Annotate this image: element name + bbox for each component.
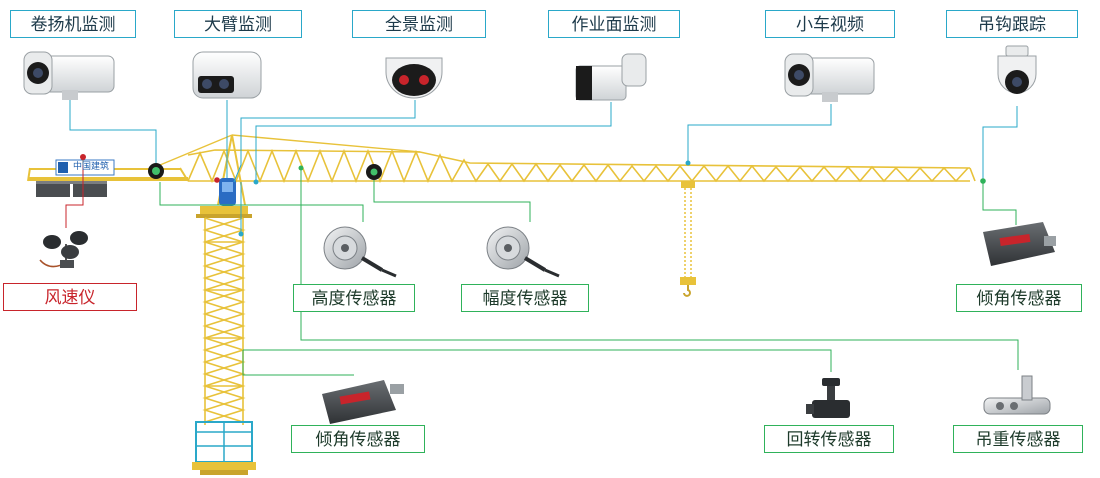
brand-logo-text: 中国建筑 (72, 162, 109, 172)
main-jib (187, 148, 976, 184)
rotary-encoder-icon (486, 226, 560, 278)
slewing-platform (200, 206, 248, 214)
label-load-sensor: 吊重传感器 (953, 425, 1083, 453)
label-tower-tilt-sensor: 倾角传感器 (291, 425, 425, 453)
label-anemometer: 风速仪 (3, 283, 137, 311)
label-jib-tilt-sensor: 倾角传感器 (956, 284, 1082, 312)
mini-bullet-camera-icon (575, 53, 647, 101)
label-boom-monitoring: 大臂监测 (174, 10, 302, 38)
bullet-camera-icon (784, 53, 875, 102)
tower-crane (27, 134, 976, 475)
ptz-camera-icon (997, 45, 1037, 94)
wind-connector-line (65, 165, 84, 228)
load-cell-icon (983, 375, 1051, 415)
label-height-sensor: 高度传感器 (293, 284, 415, 312)
dual-lens-camera-icon (192, 51, 262, 99)
dome-camera-icon (385, 57, 443, 99)
label-slewing-sensor: 回转传感器 (764, 425, 894, 453)
label-winch-monitoring: 卷扬机监测 (10, 10, 136, 38)
slewing-sensor-icon (806, 378, 850, 418)
label-amplitude-sensor: 幅度传感器 (461, 284, 589, 312)
tower-mast (202, 217, 246, 425)
brand-board (55, 154, 115, 176)
sensor-connector-lines (159, 170, 1019, 376)
operator-cabin (219, 178, 236, 206)
tilt-sensor-icon (322, 380, 404, 424)
label-panorama-monitoring: 全景监测 (352, 10, 486, 38)
label-trolley-video: 小车视频 (765, 10, 895, 38)
trolley-hook (680, 181, 696, 297)
label-work-face-monitoring: 作业面监测 (548, 10, 680, 38)
connection-dots (148, 160, 986, 237)
camera-connector-lines (69, 100, 1018, 234)
climbing-frame (192, 421, 256, 475)
bullet-camera-icon (23, 51, 115, 100)
label-hook-tracking: 吊钩跟踪 (946, 10, 1078, 38)
tilt-sensor-icon (983, 222, 1056, 266)
rotary-encoder-icon (323, 226, 397, 278)
anemometer-icon (39, 231, 88, 268)
